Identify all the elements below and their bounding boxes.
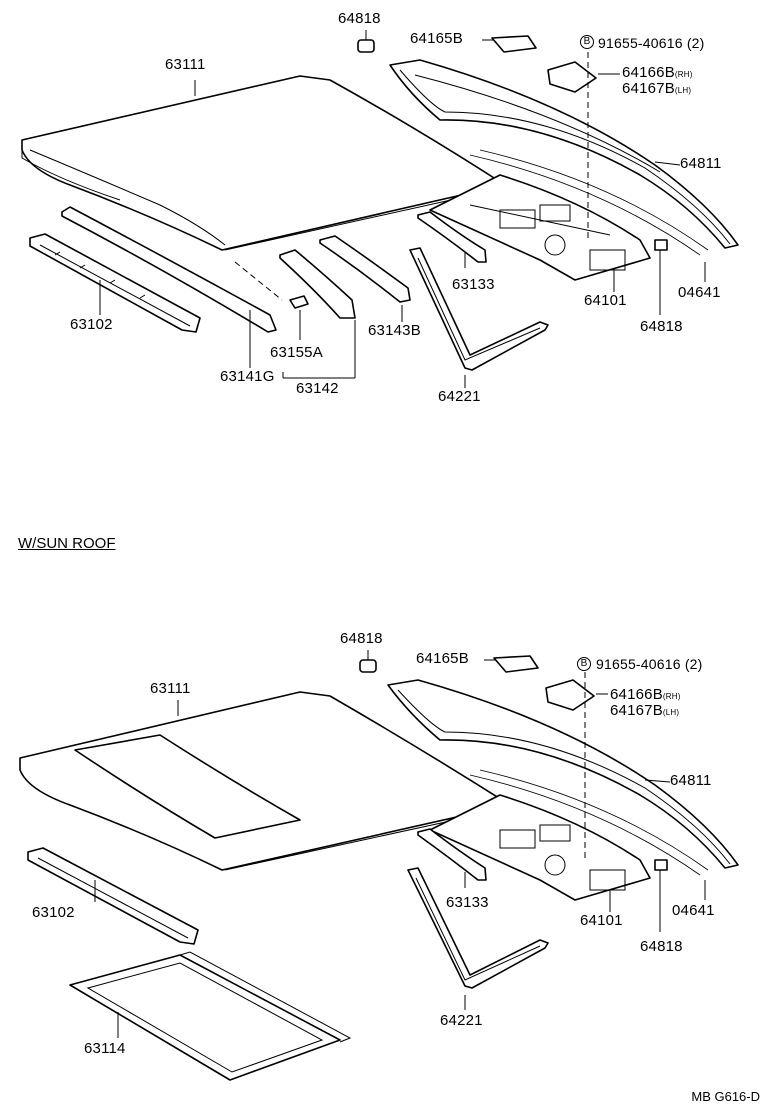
label-64811: 64811 — [680, 155, 722, 172]
bracket-64165b-bottom — [493, 655, 539, 673]
back-window-frame-64811-bottom — [387, 679, 739, 869]
label-63102: 63102 — [32, 904, 75, 921]
sunroof-opening — [74, 734, 301, 839]
label-63142: 63142 — [296, 380, 339, 397]
weatherstrip-04641-bottom — [469, 769, 709, 876]
front-header-63102-top — [29, 233, 201, 333]
label-63111: 63111 — [150, 680, 191, 697]
label-64165b: 64165B — [416, 650, 469, 667]
label-64167b: 64167B(LH) — [610, 702, 680, 719]
label-64101: 64101 — [580, 912, 623, 929]
label-04641: 04641 — [678, 284, 721, 301]
label-63114: 63114 — [84, 1040, 126, 1057]
label-64818b: 64818 — [640, 318, 683, 335]
roof-panel-63111-bottom — [19, 691, 511, 871]
rear-panel-64101-bottom — [429, 794, 651, 901]
label-64101: 64101 — [584, 292, 627, 309]
leader-lines-bottom — [94, 650, 706, 1038]
label-bolt: 91655-40616 (2) — [596, 656, 703, 672]
label-64221: 64221 — [438, 388, 481, 405]
label-63141g: 63141G — [220, 368, 275, 385]
label-64166b: 64166B(RH) — [622, 64, 693, 81]
label-64221: 64221 — [440, 1012, 483, 1029]
section-title: W/SUN ROOF — [18, 535, 116, 552]
label-63155a: 63155A — [270, 344, 323, 361]
leader-lines-top — [99, 30, 706, 388]
label-64811: 64811 — [670, 772, 712, 789]
rail-63133-bottom — [417, 828, 487, 881]
front-header-63102-bottom — [27, 847, 199, 945]
clip-63155a-top — [289, 295, 309, 309]
label-64818: 64818 — [340, 630, 383, 647]
label-63102: 63102 — [70, 316, 113, 333]
hinge-64166b-bottom — [545, 679, 595, 711]
clip-64818b-bottom — [654, 859, 668, 871]
weatherstrip-04641-top — [469, 149, 709, 256]
weatherstrip-64221-top — [409, 247, 549, 371]
clip-64818b-top — [654, 239, 668, 251]
figure-code: MB G616-D — [691, 1089, 760, 1104]
label-64165b: 64165B — [410, 30, 463, 47]
label-63111: 63111 — [165, 56, 206, 73]
label-64167b: 64167B(LH) — [622, 80, 692, 97]
label-63143b: 63143B — [368, 322, 421, 339]
clip-64818-top — [357, 39, 375, 53]
roof-rails-top — [61, 206, 487, 333]
sunroof-housing-63114 — [69, 951, 352, 1081]
bolt-marker: B — [580, 35, 594, 49]
bracket-64165b-top — [491, 35, 537, 53]
bolt-marker: B — [577, 657, 591, 671]
back-window-frame-64811-top — [389, 59, 739, 249]
hinge-64166b-top — [547, 61, 597, 93]
label-64166b: 64166B(RH) — [610, 686, 681, 703]
label-bolt: 91655-40616 (2) — [598, 35, 705, 51]
label-64818b: 64818 — [640, 938, 683, 955]
rear-panel-64101-top — [429, 174, 651, 281]
label-63133: 63133 — [452, 276, 495, 293]
clip-64818-bottom — [359, 659, 377, 673]
label-64818: 64818 — [338, 10, 381, 27]
weatherstrip-64221-bottom — [407, 867, 549, 989]
label-63133: 63133 — [446, 894, 489, 911]
label-04641: 04641 — [672, 902, 715, 919]
